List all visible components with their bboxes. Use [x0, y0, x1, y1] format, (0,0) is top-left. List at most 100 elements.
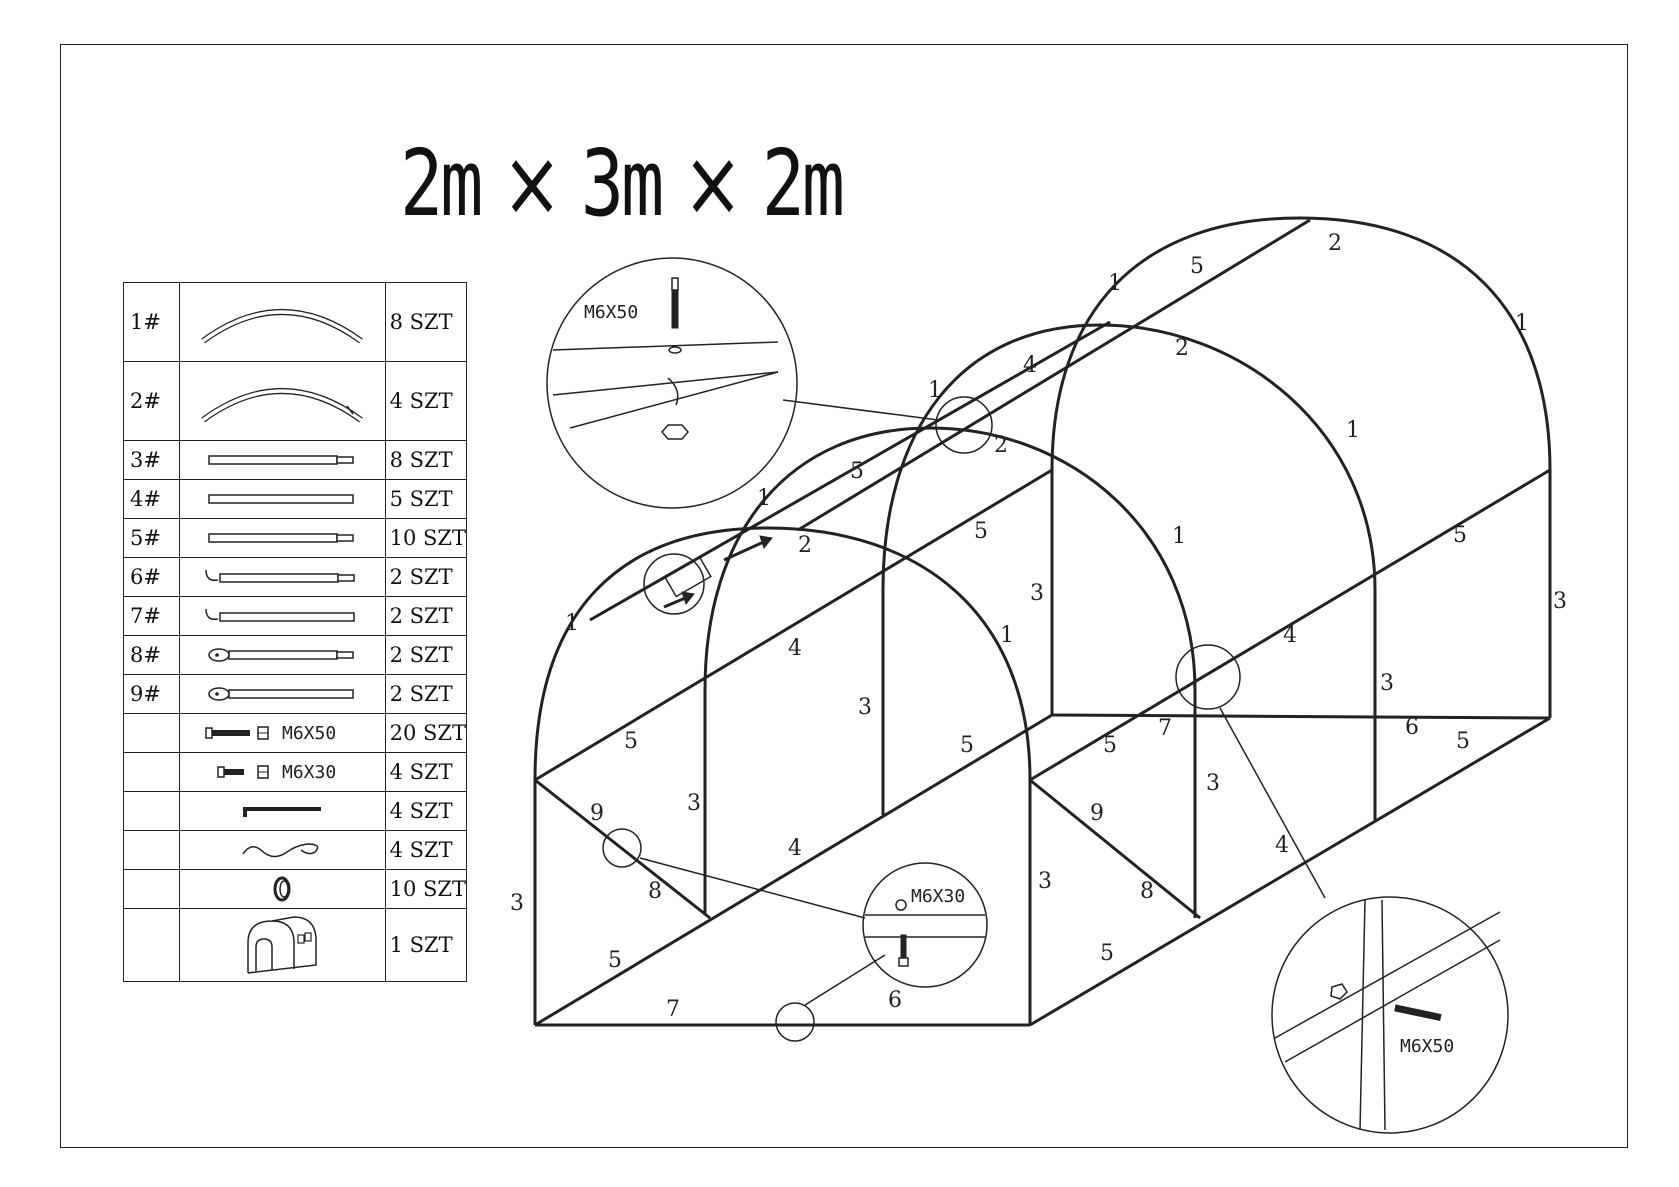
right-base-rail	[1029, 716, 1551, 1027]
part-qty: 4 SZT	[384, 830, 468, 870]
bolt-size-label: M6X50	[282, 723, 336, 744]
part-label: 8	[648, 879, 662, 904]
part-label: 5	[1190, 254, 1204, 279]
part-qty: 8 SZT	[384, 440, 468, 480]
short-bolt-nut-icon: M6X30	[217, 762, 337, 783]
part-row: 1 SZT	[122, 908, 468, 982]
bolt-shank-icon	[1394, 1004, 1442, 1022]
part-label: 7	[666, 997, 680, 1022]
part-number: 2#	[122, 361, 181, 441]
detail-tube-edge	[1359, 899, 1366, 1131]
callout-marker	[775, 1002, 815, 1042]
part-qty: 4 SZT	[384, 361, 468, 441]
hex-key-icon	[243, 807, 322, 817]
bolt-shank-icon	[900, 934, 907, 960]
detail-callout-right	[1271, 896, 1509, 1134]
arc-tube-end-icon	[201, 388, 364, 423]
part-number: 7#	[122, 596, 181, 636]
arrow-icon	[759, 535, 773, 550]
part-number: 4#	[122, 479, 181, 519]
front-arch	[533, 526, 1032, 1025]
washer-icon	[668, 346, 682, 354]
flat-end-tube-icon	[208, 687, 355, 701]
part-number: 6#	[122, 557, 181, 597]
ridge-rail	[797, 218, 1311, 532]
callout-marker	[602, 828, 642, 868]
part-label: 2	[1175, 336, 1189, 361]
times-sign: ×	[502, 130, 562, 237]
left-base-rail	[534, 713, 1053, 1027]
part-label: 1	[1000, 623, 1014, 648]
part-label: 3	[858, 695, 872, 720]
part-label: 5	[960, 733, 974, 758]
leader-line	[782, 399, 939, 421]
part-qty: 4 SZT	[384, 791, 468, 831]
part-number	[122, 752, 181, 792]
callout-marker	[1175, 644, 1241, 710]
part-label: 6	[1405, 715, 1419, 740]
part-label: 1	[928, 378, 942, 403]
title-width: 2m	[400, 130, 483, 237]
part-label: 4	[1023, 353, 1037, 378]
part-label: 1	[1108, 271, 1122, 296]
part-qty: 20 SZT	[384, 713, 468, 753]
part-label: 2	[1328, 231, 1342, 256]
part-label: 3	[1206, 771, 1220, 796]
part-row: 4 SZT	[122, 791, 468, 831]
right-side-rail	[1029, 468, 1551, 782]
bolt-size-label: M6X30	[282, 762, 336, 783]
callout-marker	[643, 553, 705, 615]
straight-tube-swaged-icon	[208, 533, 355, 543]
front-brace-left	[534, 778, 711, 920]
detail-tube-edge	[1284, 939, 1501, 1063]
flat-end-tube-swaged-icon	[208, 648, 355, 662]
bolt-head-icon	[671, 277, 679, 291]
part-label: 5	[624, 729, 638, 754]
part-number	[122, 791, 181, 831]
part-row: 7# 2 SZT	[122, 596, 468, 636]
straight-tube-swaged-icon	[208, 455, 355, 465]
bolt-nut-icon: M6X50	[205, 723, 337, 744]
nut-icon	[661, 424, 689, 440]
part-label: 3	[510, 891, 524, 916]
part-label: 4	[1275, 833, 1289, 858]
part-label: 7	[1158, 716, 1172, 741]
leader-line	[639, 857, 866, 919]
part-qty: 5 SZT	[384, 479, 468, 519]
part-number	[122, 713, 181, 753]
part-row: M6X50 20 SZT	[122, 713, 468, 753]
part-label: 2	[994, 433, 1008, 458]
part-label: 3	[1553, 589, 1567, 614]
part-label: 9	[1090, 801, 1104, 826]
part-label: 5	[1453, 523, 1467, 548]
bolt-shank-icon	[671, 289, 679, 329]
arrow-icon	[723, 538, 769, 562]
parts-list: 1# 8 SZT 2# 4 SZT 3# 8 SZT 4# 5 SZT 5# 1…	[122, 282, 468, 982]
arrow-icon	[681, 591, 695, 606]
part-label: 4	[1283, 623, 1297, 648]
bolt-size-label: M6X50	[1400, 1036, 1454, 1057]
part-row: 4# 5 SZT	[122, 479, 468, 519]
detail-tube-edge	[552, 341, 779, 351]
leader-line	[1219, 707, 1326, 899]
part-number: 8#	[122, 635, 181, 675]
part-label: 5	[850, 459, 864, 484]
part-label: 3	[1380, 671, 1394, 696]
part-label: 5	[608, 948, 622, 973]
part-row: 10 SZT	[122, 869, 468, 909]
part-row: M6X30 4 SZT	[122, 752, 468, 792]
part-label: 4	[788, 636, 802, 661]
nut-icon	[895, 899, 907, 911]
detail-tube-end	[664, 556, 712, 598]
detail-tube-edge	[569, 371, 779, 429]
part-qty: 2 SZT	[384, 557, 468, 597]
back-arch	[1050, 216, 1552, 718]
part-label: 5	[1100, 941, 1114, 966]
part-row: 6# 2 SZT	[122, 557, 468, 597]
part-label: 8	[1140, 879, 1154, 904]
part-row: 2# 4 SZT	[122, 361, 468, 441]
part-label: 5	[974, 519, 988, 544]
rope-icon	[242, 843, 319, 858]
hook-tube-icon	[205, 608, 356, 622]
